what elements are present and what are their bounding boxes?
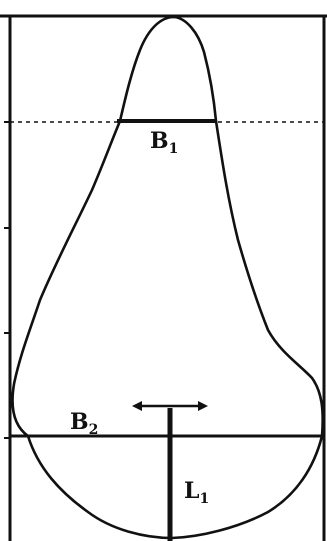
left-ticks (4, 121, 10, 439)
frame (0, 14, 327, 541)
label-b1: B1 (150, 128, 178, 157)
label-l1: L1 (184, 478, 209, 507)
label-b2: B2 (70, 409, 98, 438)
double-arrow-icon (132, 401, 208, 411)
